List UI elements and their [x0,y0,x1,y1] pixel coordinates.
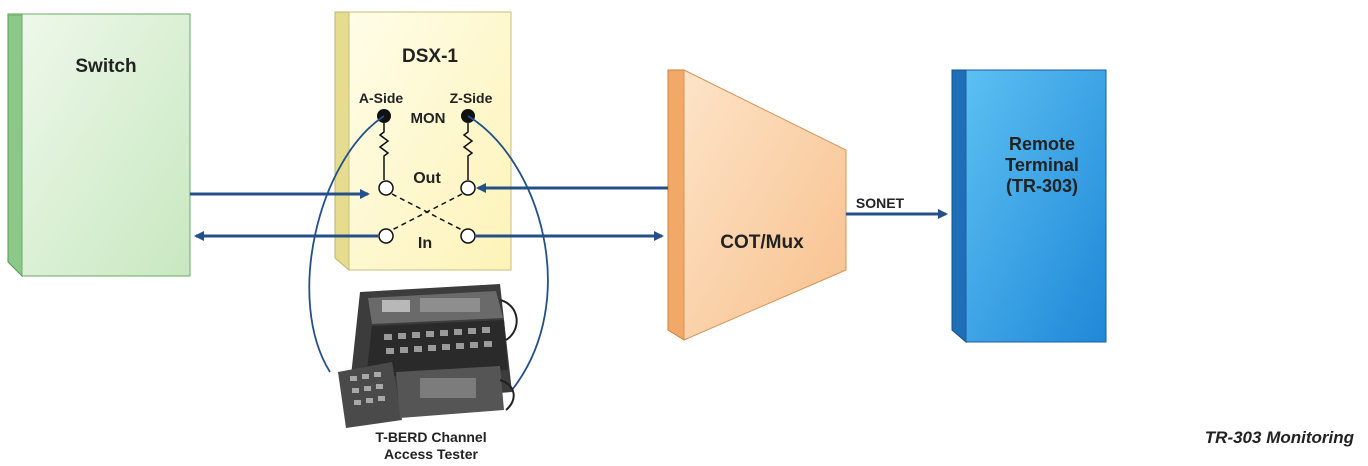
a-side-test-cable [308,115,385,373]
sonet-label: SONET [856,195,905,211]
a-side-out-jack[interactable] [378,180,394,196]
remote-terminal-box: Remote Terminal (TR-303) [951,69,1107,344]
z-side-label: Z-Side [450,90,493,106]
cross-connect-line [391,193,463,231]
signal-arrows: SONET [190,183,948,241]
figure-caption: TR-303 Monitoring [1205,428,1355,447]
a-side-in-jack[interactable] [378,228,394,244]
switch-label: Switch [75,56,136,77]
z-side-resistor [462,123,474,180]
remote-label-line3: (TR-303) [1006,176,1078,196]
in-label: In [418,235,432,252]
tester-label-line1: T-BERD Channel [375,429,486,445]
a-side-label: A-Side [359,90,404,106]
tester-label-line2: Access Tester [384,446,478,462]
mon-label: MON [411,110,446,127]
dsx1-title: DSX-1 [402,46,458,67]
out-label: Out [413,170,441,187]
cot-mux-box: COT/Mux [667,69,847,341]
dsx1-box: DSX-1 A-Side Z-Side MON Out In [334,11,512,272]
t-berd-tester-image [338,284,518,428]
z-side-in-jack[interactable] [460,228,476,244]
remote-label-line2: Terminal [1005,155,1079,175]
z-side-out-jack[interactable] [460,180,476,196]
switch-box: Switch [7,13,191,278]
z-side-test-cable [467,115,549,391]
cot-mux-label: COT/Mux [720,232,804,253]
a-side-resistor [378,123,390,180]
remote-label-line1: Remote [1009,134,1075,154]
